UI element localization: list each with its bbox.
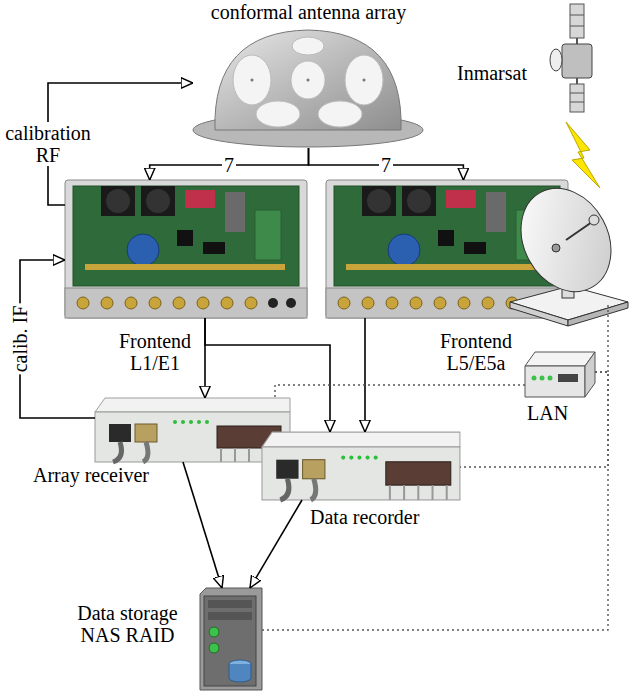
- node-label: LAN: [527, 402, 568, 424]
- radio-link: [566, 122, 600, 188]
- recorder-box: [262, 432, 460, 500]
- recorder-box: Data recorder: [262, 432, 460, 500]
- node-label: Data storage NAS RAID: [65, 602, 190, 646]
- dish-cable: [607, 305, 608, 372]
- node-label: Array receiver: [33, 464, 149, 486]
- lan-router: [525, 352, 595, 397]
- edge-label: calibration RF: [1, 122, 95, 166]
- receiver-box: Array receiver: [95, 398, 290, 462]
- frontend-box: Frontend L1/E1: [65, 180, 307, 318]
- storage-server: Data storage NAS RAID: [200, 588, 262, 690]
- edge-label: calib. IF: [9, 304, 31, 375]
- storage-server: [200, 588, 262, 690]
- node-label: Inmarsat: [457, 62, 527, 84]
- edge-label: 7: [379, 154, 393, 176]
- signal-connector: [183, 462, 222, 588]
- satellite-dish: [504, 173, 629, 326]
- node-label: Frontend L1/E1: [110, 330, 200, 374]
- network-link: [262, 372, 608, 630]
- signal-connector: [150, 148, 309, 180]
- node-label: Data recorder: [310, 506, 419, 528]
- antenna-dome: [193, 30, 423, 147]
- receiver-box: [95, 398, 290, 462]
- edge-label: 7: [222, 154, 236, 176]
- signal-connector: [309, 148, 464, 180]
- signal-connector: [205, 318, 330, 432]
- network-link: [275, 385, 525, 398]
- signal-connector: [364, 318, 366, 432]
- satellite: [550, 4, 592, 112]
- signal-connector: [250, 500, 302, 588]
- frontend-box: [65, 180, 307, 318]
- lan-router: LAN: [525, 352, 595, 397]
- antenna-array: conformal antenna array: [193, 28, 424, 148]
- network-link: [460, 372, 608, 467]
- node-label: Frontend L5/E5a: [426, 330, 526, 374]
- node-label: conformal antenna array: [193, 1, 424, 23]
- frontend-box: Frontend L5/E5a: [326, 180, 567, 318]
- satellite: Inmarsat: [545, 4, 603, 112]
